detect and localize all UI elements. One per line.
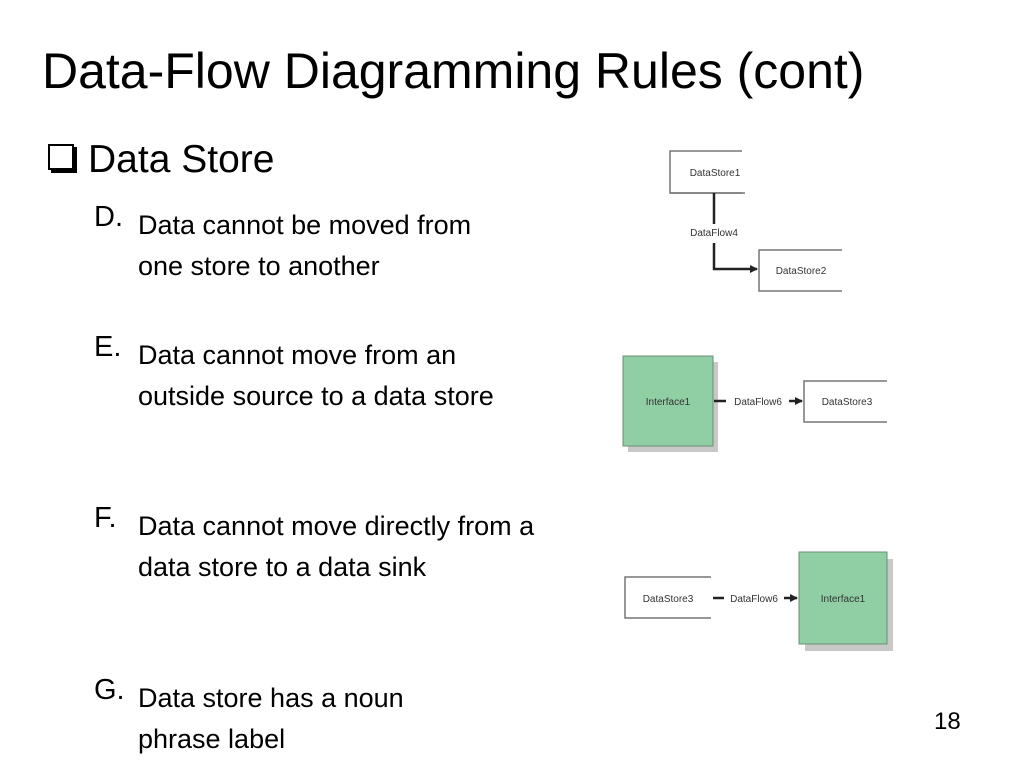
- bullet-data-store: Data Store: [48, 140, 274, 179]
- interface-box: Interface1: [622, 355, 718, 452]
- rule-letter: E.: [94, 331, 122, 363]
- rule-text: Data cannot move directly from a data st…: [138, 511, 535, 582]
- data-store-label: DataStore2: [776, 266, 827, 277]
- rule-letter: F.: [94, 502, 117, 534]
- rule-letter: G.: [94, 674, 125, 706]
- data-store-box: DataStore1: [669, 150, 745, 194]
- diagram-store-to-sink: DataStore3 DataFlow6 Interface1: [624, 551, 893, 651]
- data-flow-label: DataFlow6: [730, 594, 778, 605]
- rule-text: Data store has a noun phrase label: [138, 683, 404, 754]
- rule-text: Data cannot be moved from one store to a…: [138, 210, 472, 281]
- data-store-label: DataStore3: [822, 397, 873, 408]
- interface-label: Interface1: [821, 594, 866, 605]
- data-store-label: DataStore1: [690, 168, 741, 179]
- diagram-source-to-store: Interface1 DataFlow6 DataStore3: [622, 355, 887, 452]
- data-store-box: DataStore3: [624, 576, 711, 619]
- interface-box: Interface1: [798, 551, 893, 651]
- page-number: 18: [934, 708, 961, 735]
- checkbox-bullet-icon: [48, 144, 74, 170]
- data-flow-label: DataFlow4: [690, 228, 738, 239]
- diagram-store-to-store: DataStore1 DataFlow4 DataStore2: [669, 150, 842, 292]
- rule-text: Data cannot move from an outside source …: [138, 340, 494, 411]
- rule-letter: D.: [94, 201, 123, 233]
- data-flow-label: DataFlow6: [734, 397, 782, 408]
- interface-label: Interface1: [646, 397, 691, 408]
- slide-title: Data-Flow Diagramming Rules (cont): [42, 43, 865, 99]
- data-store-label: DataStore3: [643, 594, 694, 605]
- data-store-box: DataStore3: [803, 380, 887, 423]
- data-store-box: DataStore2: [758, 249, 842, 292]
- flow-arrow: [712, 243, 758, 273]
- bullet-label: Data Store: [88, 138, 275, 181]
